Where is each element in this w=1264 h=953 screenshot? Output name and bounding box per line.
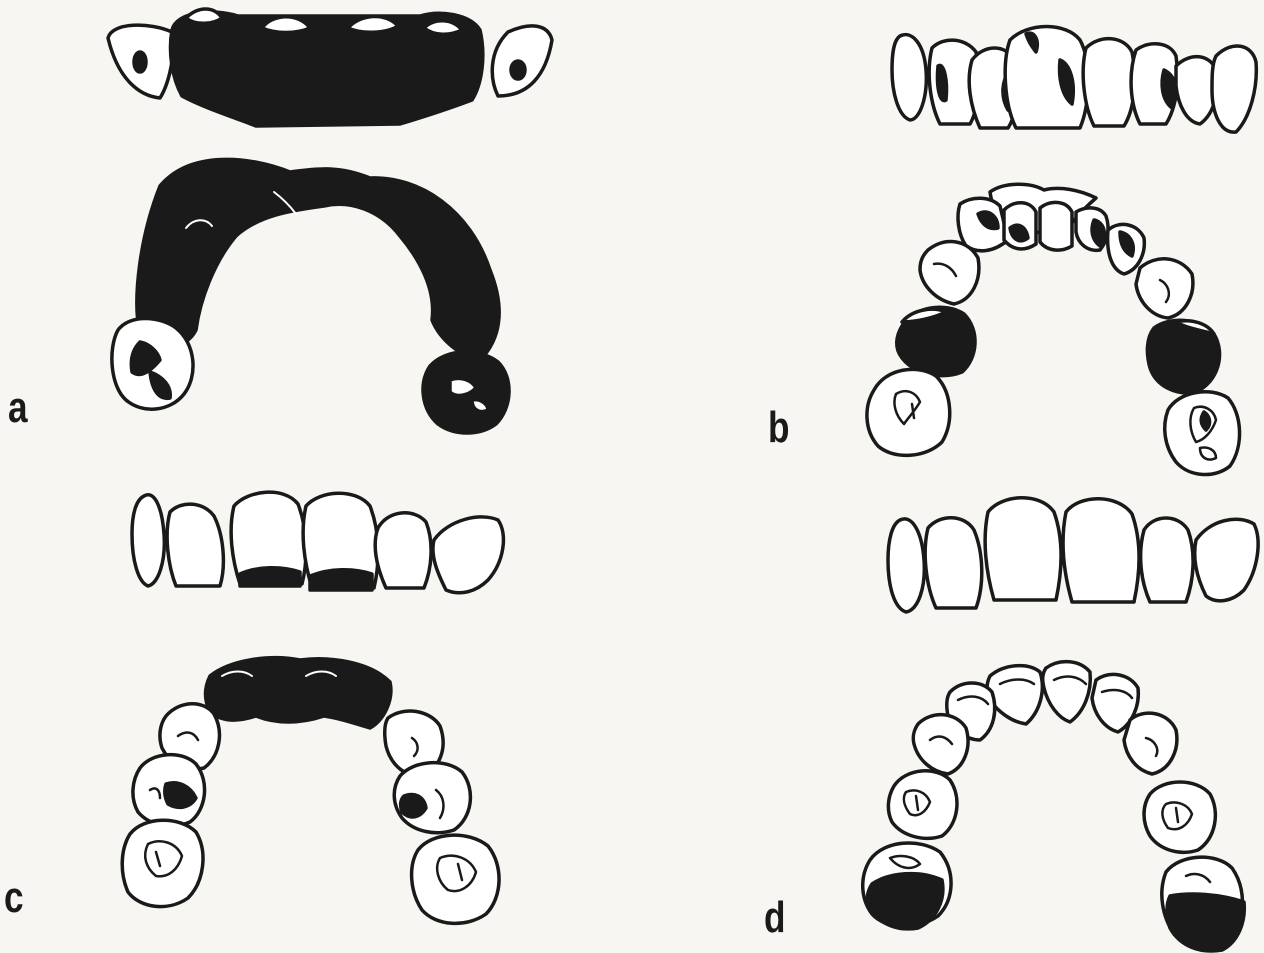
panel-label-c: c [4, 876, 24, 920]
panel-d-front-view [888, 498, 1258, 612]
panel-label-d: d [764, 896, 786, 940]
panel-c-occlusal-arch [122, 658, 499, 924]
panel-b [867, 27, 1256, 475]
panel-label-a: a [8, 386, 28, 430]
panel-b-front-view [892, 27, 1256, 133]
panel-c [122, 492, 503, 923]
panel-a-front-view [108, 9, 552, 126]
panel-c-front-view [132, 492, 503, 593]
panel-a-occlusal-arch [112, 159, 509, 433]
panel-d [863, 498, 1258, 951]
panel-b-occlusal-arch [867, 184, 1240, 474]
panel-label-b: b [768, 406, 790, 450]
panel-a [108, 9, 552, 433]
panel-d-occlusal-arch [863, 662, 1245, 951]
